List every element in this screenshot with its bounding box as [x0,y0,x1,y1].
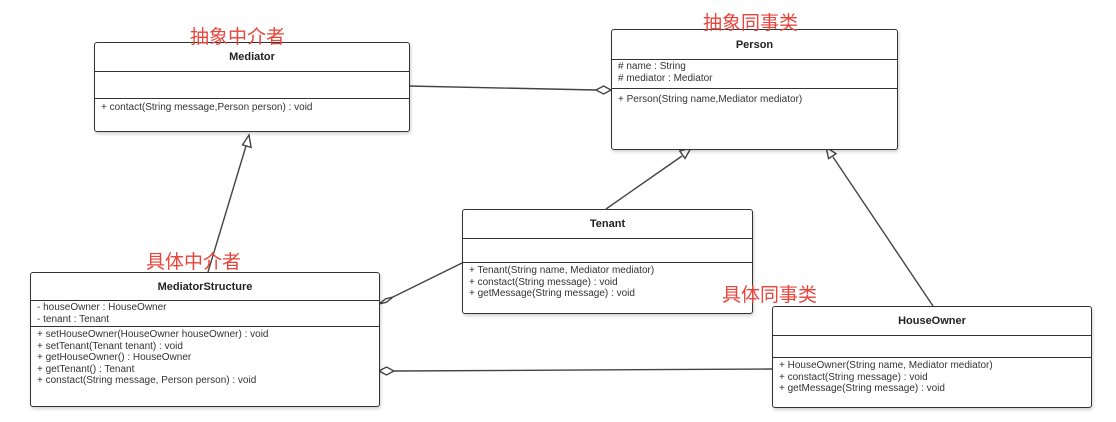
attribute: - tenant : Tenant [37,313,110,325]
aggregation-diamond-mediatorstructure-lower [377,366,396,376]
method: + getTenant() : Tenant [37,363,135,375]
method: + contact(String message,Person person) … [101,102,313,113]
generalization-arrow-mediator [241,133,252,149]
aggregation-diamond-person [594,85,613,95]
class-houseowner-name: HouseOwner [898,315,966,327]
attribute: - houseOwner : HouseOwner [37,302,167,313]
aggregation-diamond-mediatorstructure-upper [378,296,394,305]
class-houseowner-methods: + HouseOwner(String name, Mediator media… [773,357,1091,407]
class-tenant-attributes [463,238,752,262]
class-mediator-name: Mediator [229,51,275,63]
class-tenant-methods: + Tenant(String name, Mediator mediator)… [463,262,752,313]
aggregation-line-mediator-person [407,85,597,91]
method: + Tenant(String name, Mediator mediator) [469,265,655,276]
class-mediatorstructure-attributes: - houseOwner : HouseOwner - tenant : Ten… [31,300,379,326]
method: + constact(String message, Person person… [37,375,257,386]
method: + setHouseOwner(HouseOwner houseOwner) :… [37,329,269,340]
method: + constact(String message) : void [779,371,928,383]
label-abstract-mediator: 抽象中介者 [190,26,286,48]
attribute: # name : String [618,61,686,72]
class-person: Person # name : String # mediator : Medi… [611,29,898,150]
label-concrete-mediator: 具体中介者 [146,251,242,273]
class-houseowner: HouseOwner + HouseOwner(String name, Med… [772,306,1092,408]
method: + constact(String message) : void [469,276,618,288]
method: + HouseOwner(String name, Mediator media… [779,360,993,371]
aggregation-line-houseowner-mediatorstructure [393,368,773,372]
method: + getMessage(String message) : void [469,288,635,299]
method: + setTenant(Tenant tenant) : void [37,340,183,352]
label-abstract-colleague: 抽象同事类 [703,12,799,34]
method: + getMessage(String message) : void [779,383,945,394]
generalization-line-tenant-person [605,155,683,210]
generalization-line-houseowner-person [832,156,934,307]
class-mediator-attributes [95,71,409,98]
label-concrete-colleague: 具体同事类 [722,284,818,306]
class-tenant: Tenant + Tenant(String name, Mediator me… [462,209,753,314]
aggregation-line-tenant-mediatorstructure [392,262,463,298]
class-houseowner-attributes [773,335,1091,357]
class-person-name: Person [735,38,774,51]
class-mediatorstructure: MediatorStructure - houseOwner : HouseOw… [30,272,380,407]
attribute: # mediator : Mediator [618,72,713,84]
class-mediatorstructure-name: MediatorStructure [157,280,253,293]
generalization-line-mediatorstructure-mediator [207,145,247,273]
class-person-attributes: # name : String # mediator : Mediator [612,59,897,88]
class-mediatorstructure-methods: + setHouseOwner(HouseOwner houseOwner) :… [31,326,379,406]
class-person-methods: + Person(String name,Mediator mediator) [612,88,897,149]
class-mediator: Mediator + contact(String message,Person… [94,42,410,132]
class-tenant-name: Tenant [589,218,626,230]
method: + Person(String name,Mediator mediator) [618,94,803,105]
method: + getHouseOwner() : HouseOwner [37,352,192,363]
class-mediator-methods: + contact(String message,Person person) … [95,98,409,131]
